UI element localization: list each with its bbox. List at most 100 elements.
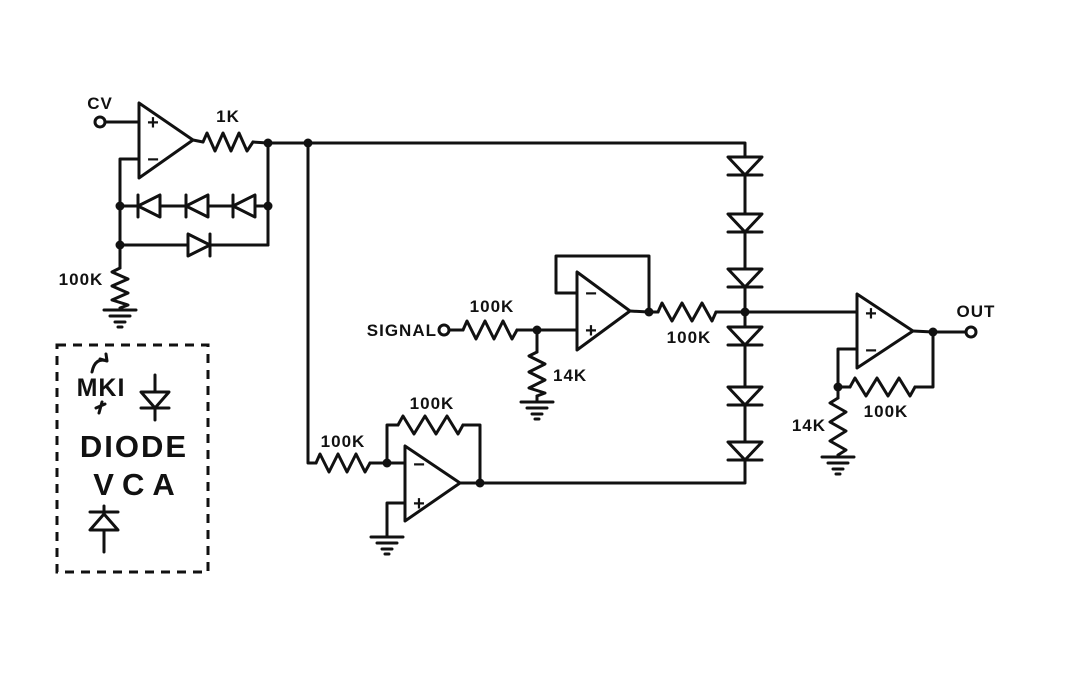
resistor-zigzag <box>201 131 255 153</box>
resistor-output-fb: 100K <box>848 376 917 421</box>
diode-triangle <box>726 267 764 289</box>
resistor-signal-series: 100K <box>461 297 519 341</box>
diode-triangle <box>726 155 764 177</box>
resistor-label: 14K <box>792 416 826 435</box>
opamp-minus-input: − <box>147 149 159 171</box>
resistor-zigzag <box>110 266 130 310</box>
opamp-triangle <box>575 270 632 352</box>
ladder-diode-5 <box>726 385 764 407</box>
junction-dot <box>382 458 392 468</box>
diode-triangle <box>88 512 120 532</box>
junction-dot <box>115 201 125 211</box>
resistor-label: 100K <box>864 402 909 421</box>
junction-dot <box>263 138 273 148</box>
opamp-plus-input: + <box>147 112 159 134</box>
resistor-cv-series: 1K <box>201 107 255 153</box>
resistor-zigzag <box>828 396 848 457</box>
resistor-label: 100K <box>59 270 104 289</box>
diode-left-2 <box>184 193 210 219</box>
out-terminal <box>964 325 978 339</box>
ladder-diode-6 <box>726 440 764 462</box>
wire <box>911 329 968 334</box>
resistor-label: 14K <box>553 366 587 385</box>
diode-triangle <box>186 232 212 258</box>
cv-antiparallel-diode <box>118 232 270 258</box>
opamp-triangle <box>403 444 462 523</box>
opamp-triangle <box>855 292 915 370</box>
junction-dot <box>928 327 938 337</box>
feedback-wire <box>913 330 935 389</box>
junction-dot <box>263 201 273 211</box>
opamp-minus-input: − <box>585 283 597 305</box>
opamp-minus-input: − <box>413 454 425 476</box>
resistor-buffer-out: 100K <box>656 301 718 347</box>
wire <box>306 141 318 465</box>
logo-box: MKI DIODE VCA <box>55 343 210 574</box>
diode-triangle <box>726 212 764 234</box>
cv-diode-string <box>118 193 270 219</box>
signal-buffer-opamp: − + <box>575 270 632 352</box>
resistor-inverter-in: 100K <box>314 432 372 474</box>
opamp-plus-input: + <box>585 320 597 342</box>
resistor-label: 100K <box>410 394 455 413</box>
inverter-opamp: − + <box>403 444 462 523</box>
diode-left-1 <box>136 193 162 219</box>
cv-label: CV <box>87 94 113 113</box>
wire <box>628 309 660 314</box>
diode-triangle <box>231 193 257 219</box>
resistor-label: 100K <box>470 297 515 316</box>
cv-stage: CV + − 1K <box>59 94 747 329</box>
wire <box>385 501 407 539</box>
opamp-triangle <box>137 101 195 180</box>
tick-mark-icon <box>94 400 107 415</box>
opamp-minus-input: − <box>865 340 877 362</box>
inverter-stage: 100K − + 100K <box>306 141 747 556</box>
squiggle-arrow-icon <box>90 352 109 374</box>
diode-left-3 <box>231 193 257 219</box>
opamp-plus-input: + <box>413 493 425 515</box>
junction-dot <box>644 307 654 317</box>
ground-icon <box>519 400 555 421</box>
wire <box>836 347 859 389</box>
resistor-zigzag <box>848 376 917 398</box>
signal-stage: SIGNAL 100K 14K − + 100K <box>367 254 859 421</box>
logo-line2: VCA <box>93 467 182 502</box>
logo-line1: DIODE <box>80 429 188 464</box>
logo-diode-down-icon <box>139 373 171 422</box>
diode-triangle <box>184 193 210 219</box>
diode-triangle <box>726 325 764 347</box>
junction-dot <box>475 478 485 488</box>
top-rail-wire <box>251 140 747 159</box>
resistor-cv-shunt: 100K <box>59 266 130 310</box>
logo-mark: MKI <box>77 374 126 402</box>
resistor-zigzag <box>461 319 519 341</box>
resistor-label: 1K <box>216 107 240 126</box>
out-label: OUT <box>957 302 996 321</box>
ground-icon <box>369 535 405 556</box>
diode-triangle <box>726 385 764 407</box>
resistor-output-shunt: 14K <box>792 396 848 457</box>
resistor-inverter-fb: 100K <box>396 394 465 436</box>
resistor-label: 100K <box>321 432 366 451</box>
cv-opamp: + − <box>137 101 195 180</box>
wire <box>191 138 205 144</box>
junction-dot <box>833 382 843 392</box>
diode-ladder <box>726 155 764 462</box>
diode-triangle <box>139 390 171 410</box>
junction-dot <box>115 240 125 250</box>
resistor-label: 100K <box>667 328 712 347</box>
diode-triangle <box>136 193 162 219</box>
resistor-zigzag <box>527 350 547 398</box>
ground-icon <box>102 308 138 329</box>
ladder-diode-2 <box>726 212 764 234</box>
logo-diode-up-icon <box>88 504 120 554</box>
ladder-diode-3 <box>726 267 764 289</box>
wire <box>118 157 141 270</box>
feedback-wire <box>461 423 482 485</box>
feedback-wire <box>385 423 400 465</box>
junction-dot <box>532 325 542 335</box>
resistor-zigzag <box>396 414 465 436</box>
resistor-signal-shunt: 14K <box>527 350 587 398</box>
